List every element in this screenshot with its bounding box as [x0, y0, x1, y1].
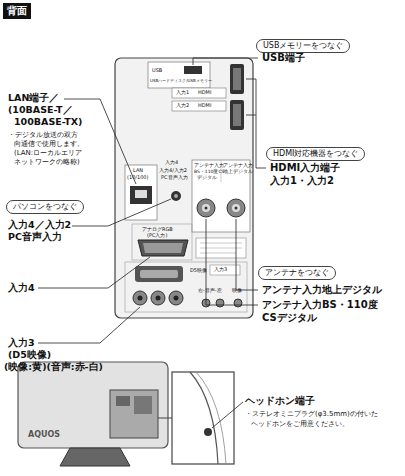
callout-tab: HDMI対応機器をつなぐ: [266, 147, 365, 161]
part-label: アンテナ入力地上デジタル: [262, 284, 382, 296]
part-label: CSデジタル: [262, 312, 317, 324]
part-label: アンテナ入力BS・110度: [262, 299, 378, 311]
part-label: ・ステレオミニプラグ(φ3.5mm)の付いた: [245, 410, 378, 418]
part-label: 入力4／入力2: [8, 220, 71, 231]
panel-marking: デジタル: [197, 175, 217, 180]
callout-tab: アンテナをつなぐ: [258, 266, 336, 280]
part-label: (映像:黄)(音声:赤-白): [4, 362, 103, 373]
panel-marking: USBハードディスク/USBメモリー: [150, 79, 212, 84]
panel-marking: 入力4/入力2: [159, 168, 187, 174]
part-label: LAN端子／: [8, 93, 59, 104]
part-label: (D5映像): [8, 350, 51, 361]
part-label: (LAN:ローカルエリア: [14, 149, 82, 157]
panel-marking: D5映像: [190, 268, 207, 274]
section-heading: 背面: [3, 3, 31, 19]
panel-marking: 入力2: [176, 103, 189, 109]
part-label: 向通信で使用します。: [14, 140, 84, 148]
panel-marking: 映像: [232, 288, 242, 294]
panel-marking: (PC入力): [147, 233, 167, 239]
part-label: 入力4: [8, 283, 35, 294]
part-label: HDMI入力端子: [270, 162, 340, 174]
node-text: 背面: [7, 4, 27, 18]
node-text: アンテナをつなぐ: [265, 268, 329, 278]
part-label: 100BASE-TX): [14, 117, 82, 128]
panel-marking: 右-音声-左: [198, 288, 222, 294]
node-text: USBメモリーをつなぐ: [263, 41, 343, 51]
part-label: ネットワークの略称): [14, 158, 80, 166]
callout-tab: パソコンをつなぐ: [6, 200, 84, 214]
panel-marking: 地上デジタル: [223, 169, 253, 174]
part-label: ・デジタル放送の双方: [8, 131, 78, 139]
panel-marking: BS・110度CS: [194, 169, 224, 174]
panel-marking: PC音声入力: [161, 175, 188, 181]
callout-tab: USBメモリーをつなぐ: [256, 39, 350, 53]
panel-marking: USB: [152, 68, 162, 74]
panel-marking: HDMI: [198, 90, 211, 96]
node-text: パソコンをつなぐ: [13, 202, 77, 212]
panel-marking: 入力4: [165, 160, 178, 166]
panel-marking: HDMI: [198, 103, 211, 109]
panel-marking: アンテナ入力: [194, 163, 224, 168]
part-label: PC音声入力: [8, 232, 62, 243]
part-label: USB端子: [262, 52, 305, 64]
part-label: 入力3: [8, 338, 35, 349]
panel-marking: 入力3: [214, 267, 227, 273]
part-label: ヘッドホン端子: [245, 396, 315, 407]
panel-marking: アナログRGB: [142, 227, 173, 233]
panel-marking: アンテナ入力: [223, 163, 253, 168]
node-text: HDMI対応機器をつなぐ: [273, 149, 358, 159]
part-label: AQUOS: [28, 430, 60, 439]
panel-marking: LAN: [133, 168, 143, 174]
panel-marking: 入力1: [176, 90, 189, 96]
part-label: ヘッドホンをご用意ください。: [251, 420, 349, 428]
part-label: 入力1・入力2: [270, 175, 334, 187]
panel-marking: (10/100): [127, 175, 149, 181]
part-label: (10BASE-T／: [8, 105, 73, 116]
